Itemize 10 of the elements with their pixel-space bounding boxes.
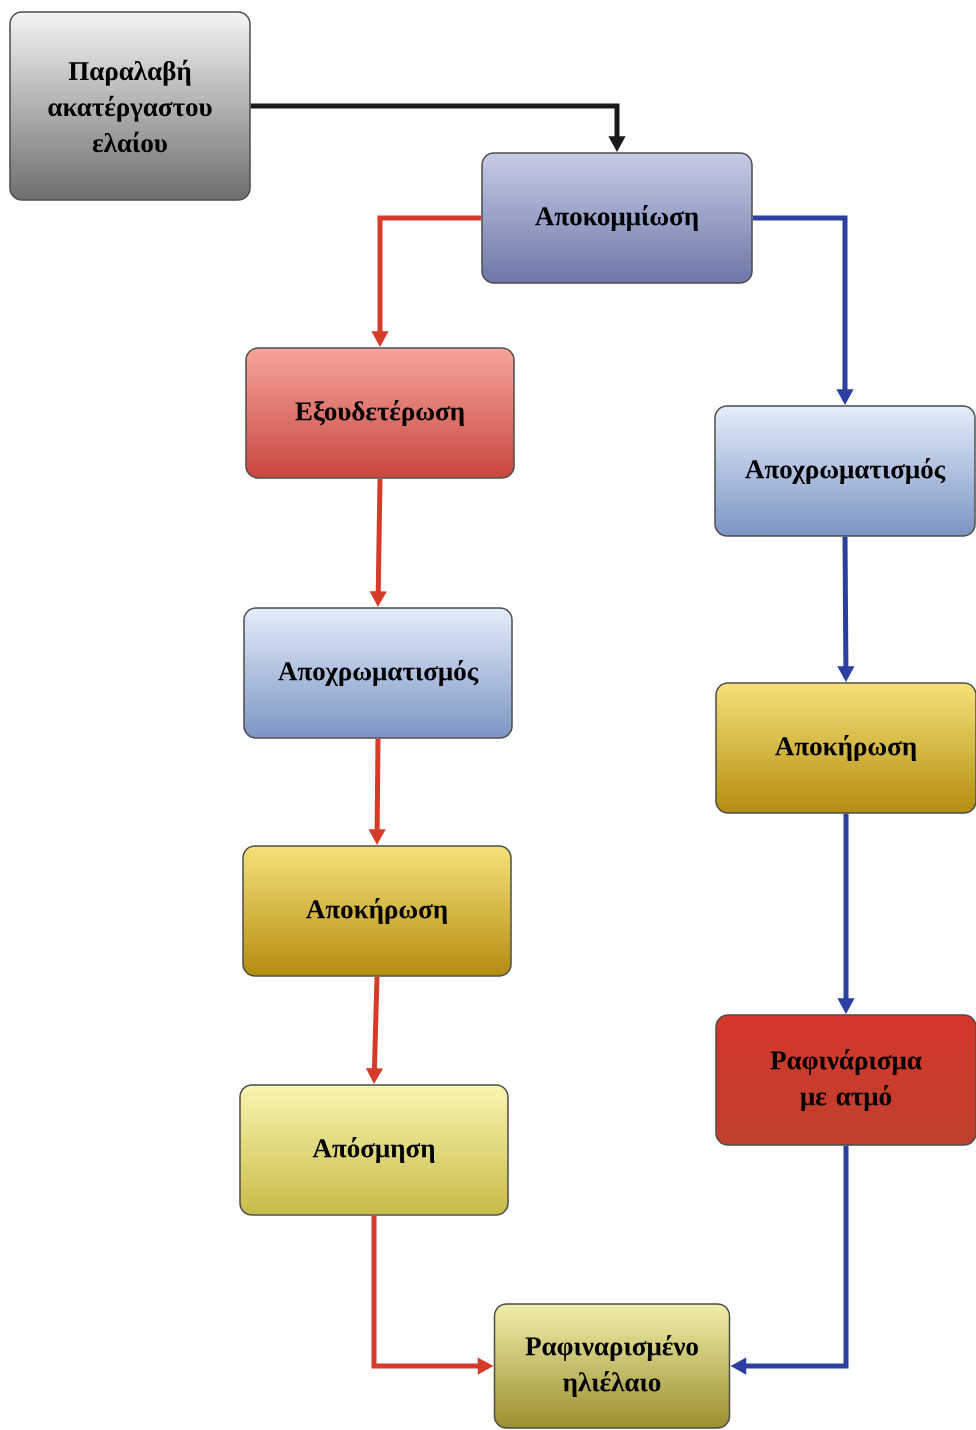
process-box: Ραφινάρισμα με ατμό [715, 1014, 976, 1146]
process-box: Αποκήρωση [242, 845, 512, 977]
process-box: Εξουδετέρωση [245, 347, 515, 479]
process-box: Ραφιναρισμένο ηλιέλαιο [493, 1303, 731, 1429]
process-box: Απόσμηση [239, 1084, 509, 1216]
process-box: Αποχρωματισμός [243, 607, 513, 739]
process-box: Αποχρωματισμός [714, 405, 976, 537]
process-box: Παραλαβή ακατέργαστου ελαίου [9, 11, 251, 201]
process-box: Αποκήρωση [715, 682, 976, 814]
process-box: Αποκομμίωση [481, 152, 753, 284]
